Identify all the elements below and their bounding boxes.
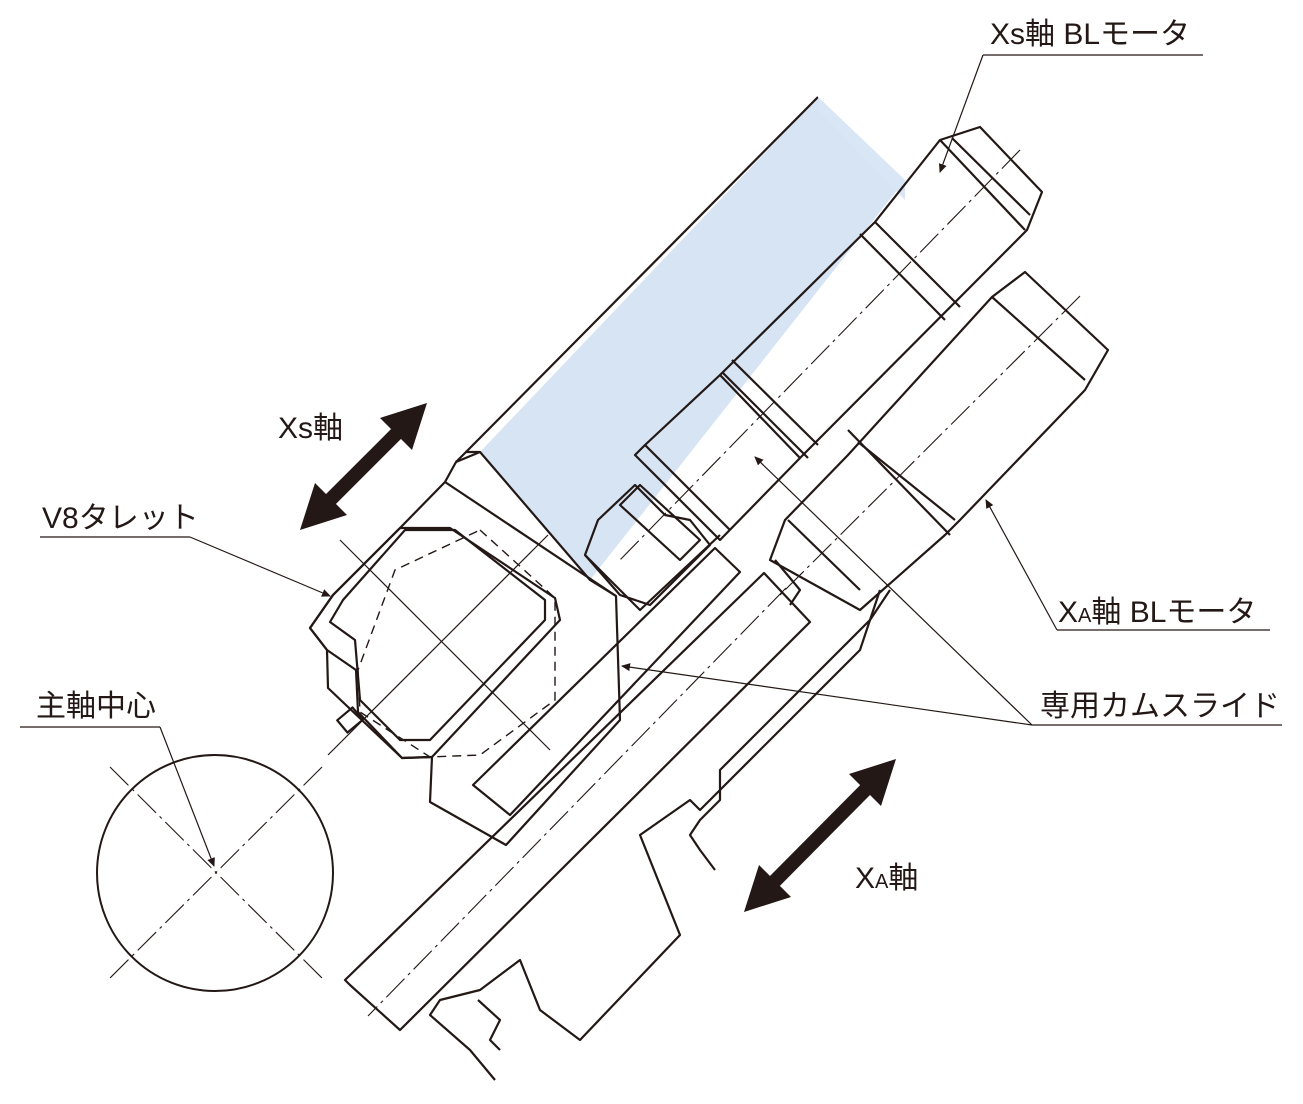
lower-bracket-2 bbox=[688, 589, 891, 871]
xs-motor-seg-1 bbox=[874, 221, 961, 308]
xs-axis-label: Xs軸 bbox=[278, 412, 343, 445]
xa-motor-tail bbox=[774, 559, 802, 606]
turret-housing-line bbox=[444, 481, 617, 597]
grey-base-rail bbox=[343, 571, 812, 1032]
xs-motor-seg-2 bbox=[859, 233, 946, 321]
xs-motor-coupling bbox=[633, 374, 801, 542]
xs-motor-centerline bbox=[619, 149, 1021, 561]
spindle-crosshair-2 bbox=[109, 766, 323, 979]
cam-leader-2 bbox=[754, 456, 1033, 726]
xa-motor-label: XA軸 BLモータ bbox=[1058, 596, 1256, 629]
turret-dashed-outline bbox=[357, 529, 556, 758]
xs-motor-seg-3 bbox=[731, 359, 819, 446]
xs-slide-edge bbox=[465, 96, 819, 453]
xs-motor-label: Xs軸 BLモータ bbox=[990, 18, 1190, 51]
spindle-leader bbox=[159, 726, 215, 867]
xa-motor-seg-3 bbox=[787, 519, 861, 591]
v8-turret-label: V8タレット bbox=[42, 502, 199, 535]
xs-motor-joint bbox=[618, 483, 702, 562]
turret-housing-line-2 bbox=[455, 450, 481, 464]
cam-slide-purple bbox=[471, 546, 742, 817]
xs-motor-flange-2 bbox=[951, 137, 1031, 216]
xs-motor-flange-1 bbox=[939, 139, 1026, 231]
xa-motor-leader bbox=[985, 499, 1058, 631]
xs-slide-body bbox=[480, 97, 905, 580]
xa-axis-label: XA軸 bbox=[855, 862, 918, 895]
xs-motor-seg-4 bbox=[721, 371, 809, 459]
lower-bracket-1 bbox=[428, 589, 882, 1081]
cam-leader-1 bbox=[621, 663, 1033, 726]
lower-bracket-3 bbox=[477, 999, 502, 1051]
turret-tool-pin bbox=[336, 706, 364, 734]
xa-motor-body bbox=[768, 270, 1110, 612]
xs-axis-arrow bbox=[300, 403, 427, 530]
turret-crosshair-2 bbox=[327, 534, 549, 756]
spindle-circle bbox=[96, 754, 334, 992]
xa-motor-seg-2 bbox=[857, 441, 956, 521]
xs-motor-coupling-line bbox=[644, 444, 731, 531]
xs-motor-body bbox=[718, 125, 1044, 460]
xs-motor-nut-line bbox=[584, 534, 721, 612]
xa-motor-centerline bbox=[779, 295, 1081, 596]
cam-slide-label: 専用カムスライド bbox=[1040, 690, 1280, 723]
xs-motor-leader bbox=[939, 54, 984, 173]
xa-motor-flange-1 bbox=[991, 296, 1086, 381]
v8-turret-head bbox=[308, 526, 562, 760]
xa-axis-arrow bbox=[744, 759, 896, 912]
turret-crosshair-1 bbox=[339, 539, 551, 751]
rail-centerline bbox=[367, 587, 787, 1017]
spindle-center-label: 主軸中心 bbox=[36, 690, 156, 723]
xs-slide-shadow bbox=[818, 97, 905, 200]
turret-inner-outline bbox=[328, 528, 547, 742]
v8-leader bbox=[189, 536, 331, 597]
